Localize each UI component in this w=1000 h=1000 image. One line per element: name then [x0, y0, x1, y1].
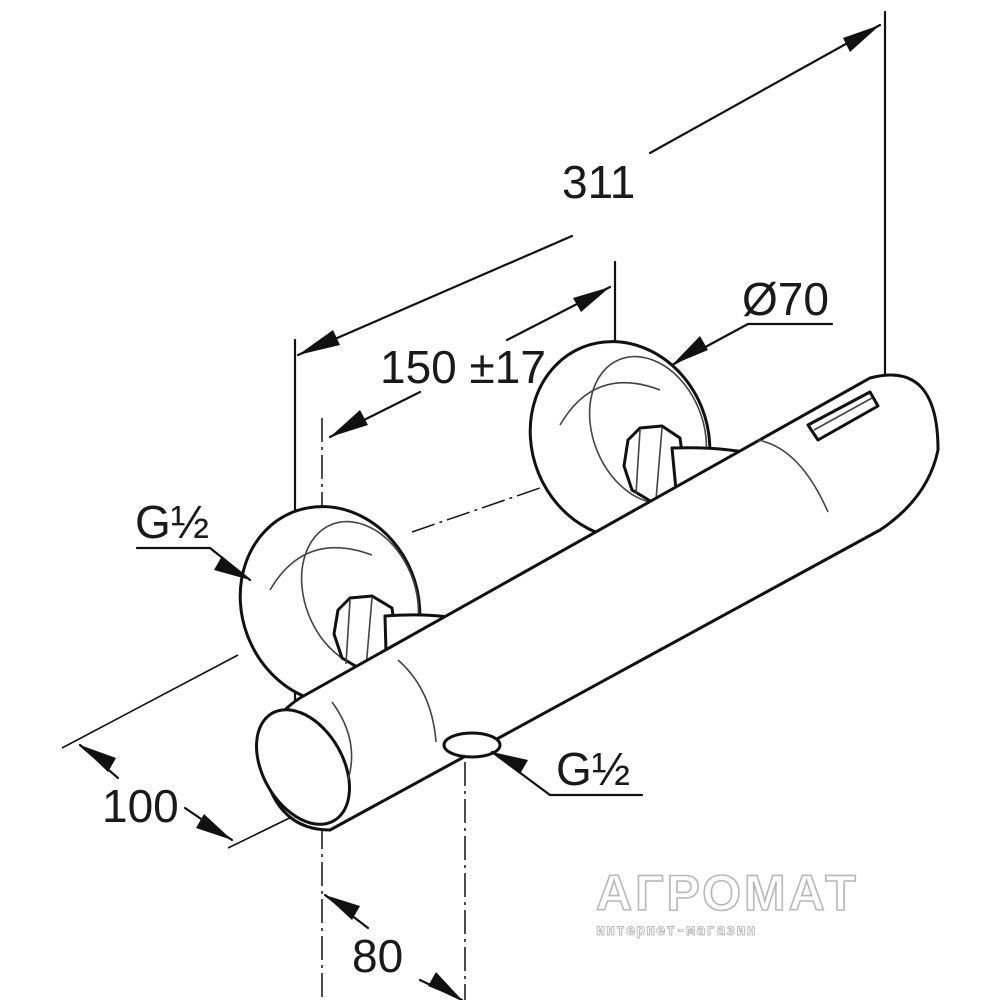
watermark-brand: АГРОМАТ: [596, 865, 859, 921]
dimension-overall-length-label: 311: [562, 156, 635, 208]
callout-outlet-thread: G½: [490, 743, 644, 797]
outlet-connector: [442, 731, 502, 759]
body-end-cap: [255, 708, 351, 826]
thermostat-body: [255, 373, 940, 832]
callout-outlet-thread-label: G½: [556, 743, 630, 795]
dimension-overall-length: 311: [296, 23, 882, 357]
dimension-outlet-offset: 80: [323, 893, 464, 1000]
watermark: АГРОМАТ интернет-магазин: [595, 864, 859, 939]
callout-wall-thread: G½: [135, 496, 252, 582]
dimension-connection-spacing: 150 ±17: [328, 285, 612, 439]
temperature-lock-button: [806, 390, 880, 442]
dimension-rosette-diameter-label: Ø70: [742, 273, 829, 325]
dimension-depth: 100: [78, 743, 234, 842]
watermark-tagline: интернет-магазин: [596, 921, 757, 939]
dimension-connection-spacing-label: 150 ±17: [380, 341, 546, 393]
dimension-rosette-diameter: Ø70: [670, 273, 834, 367]
dimension-depth-label: 100: [102, 780, 179, 832]
dimension-outlet-offset-label: 80: [352, 930, 403, 982]
callout-wall-thread-label: G½: [135, 496, 209, 548]
